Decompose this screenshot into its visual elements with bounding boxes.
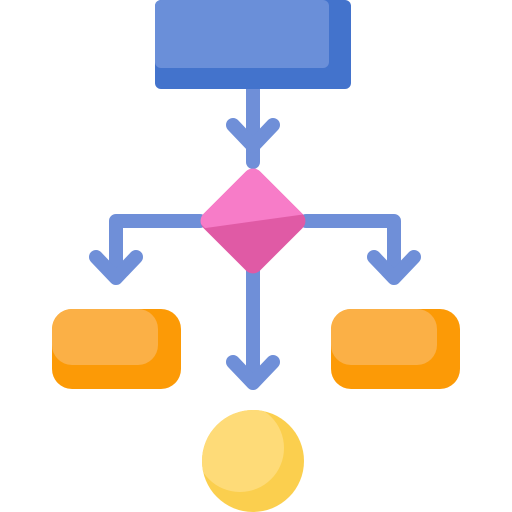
branch-box-right [331, 309, 460, 389]
arrowhead-right [367, 250, 421, 285]
process-box [155, 0, 351, 89]
arrowhead-bottom [226, 355, 280, 390]
connector-lines [89, 81, 421, 390]
connector-right-branch [299, 214, 401, 281]
arrowhead-top [226, 118, 280, 153]
terminal-circle [202, 410, 304, 512]
decision-diamond [200, 168, 306, 274]
branch-box-left [52, 309, 181, 389]
connector-left-branch [109, 214, 207, 281]
arrowhead-left [89, 250, 143, 285]
